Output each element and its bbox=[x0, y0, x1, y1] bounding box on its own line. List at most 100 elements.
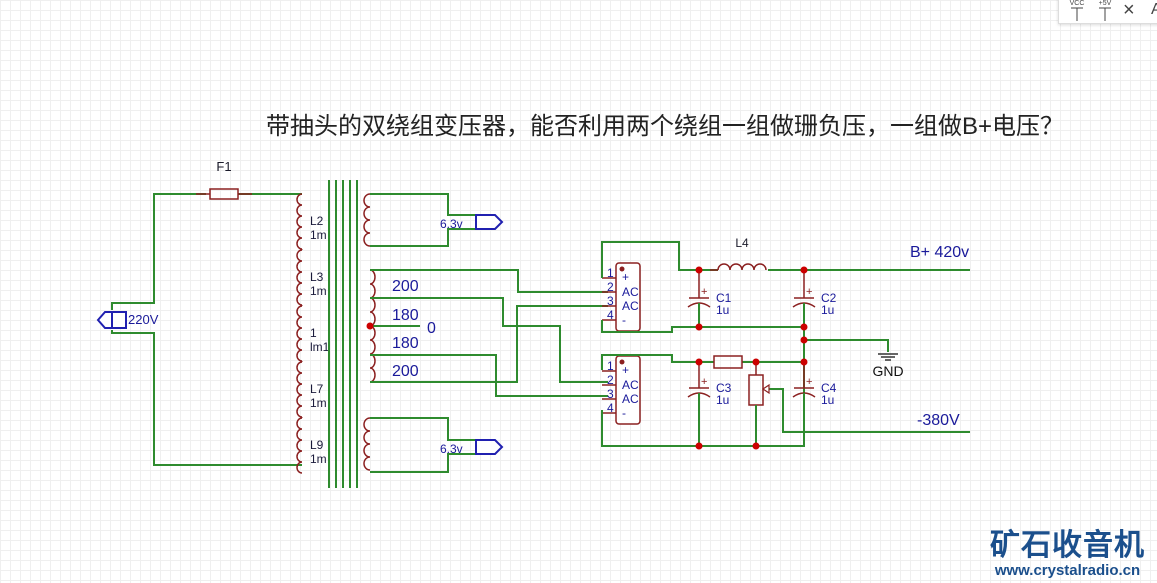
potentiometer[interactable] bbox=[748, 362, 770, 446]
logo-cn: 矿石收音机 bbox=[990, 528, 1145, 563]
junction-dot bbox=[695, 323, 703, 331]
svg-text:180: 180 bbox=[392, 307, 419, 324]
secondary-tap-labels: 200 180 0 180 200 bbox=[392, 278, 436, 380]
coil-value: 1m bbox=[310, 452, 327, 466]
bridge-pin-label: AC bbox=[622, 285, 639, 299]
coil-value: 1m bbox=[310, 396, 327, 410]
polarity-mark: + bbox=[701, 286, 707, 298]
bridge-pin-label: AC bbox=[622, 378, 639, 392]
junction-dot bbox=[695, 442, 703, 450]
heater-top-port[interactable] bbox=[475, 214, 504, 230]
junction-dot bbox=[695, 358, 703, 366]
bridge-pin-label: - bbox=[622, 313, 626, 327]
coil-ref: L7 bbox=[310, 382, 324, 396]
primary-wires bbox=[111, 193, 302, 466]
watermark-logo: 矿石收音机 www.crystalradio.cn bbox=[990, 520, 1145, 579]
svg-text:+5V: +5V bbox=[1099, 0, 1112, 7]
inductor-l4[interactable]: L4 bbox=[710, 236, 767, 271]
inductor-label: L4 bbox=[735, 236, 749, 250]
bridge-pin-number: 2 bbox=[607, 280, 614, 294]
polarity-mark: + bbox=[806, 286, 812, 298]
resistor[interactable] bbox=[713, 355, 743, 369]
svg-text:VCC: VCC bbox=[1070, 0, 1085, 7]
heater-winding-bottom: 6.3v bbox=[363, 417, 504, 473]
bridge-pin-label: AC bbox=[622, 299, 639, 313]
coil-ref: L2 bbox=[310, 214, 324, 228]
bplus-label: B+ 420v bbox=[910, 244, 969, 261]
heater-bottom-label: 6.3v bbox=[440, 442, 463, 456]
heater-winding-top: 6.3v bbox=[363, 193, 504, 247]
bplus-wires bbox=[601, 241, 970, 447]
bridge-pin-number: 4 bbox=[607, 308, 614, 322]
coil-ref: L3 bbox=[310, 270, 324, 284]
junction-dot bbox=[800, 266, 808, 274]
fuse-label: F1 bbox=[216, 159, 231, 174]
junction-dot bbox=[752, 358, 760, 366]
junction-dot bbox=[800, 336, 808, 344]
page-title: 带抽头的双绕组变压器，能否利用两个绕组一组做珊负压，一组做B+电压？ bbox=[266, 106, 1064, 141]
polarity-mark: + bbox=[806, 376, 812, 388]
cap-value: 1u bbox=[821, 303, 834, 317]
title-latin: B+ bbox=[962, 113, 993, 140]
bridge-pin-number: 3 bbox=[607, 294, 614, 308]
cap-value: 1u bbox=[821, 393, 834, 407]
coil-ref: 1 bbox=[310, 326, 317, 340]
input-port-220v[interactable]: 220V bbox=[96, 311, 159, 329]
center-tap-junction bbox=[366, 322, 374, 330]
cap-value: 1u bbox=[716, 303, 729, 317]
coil-value: lm1 bbox=[310, 340, 330, 354]
heater-bottom-port[interactable] bbox=[475, 439, 504, 455]
cap-ref: C3 bbox=[716, 381, 732, 395]
cap-ref: C1 bbox=[716, 291, 732, 305]
title-cn: 带抽头的双绕组变压器，能否利用两个绕组一组做珊负压，一组做 bbox=[266, 112, 962, 140]
polarity-mark: + bbox=[701, 376, 707, 388]
bridge-pin-label: AC bbox=[622, 392, 639, 406]
cap-value: 1u bbox=[716, 393, 729, 407]
bridge-pin-label: + bbox=[622, 363, 629, 377]
bridge-pin-number: 3 bbox=[607, 387, 614, 401]
junction-dot bbox=[752, 442, 760, 450]
gnd-label: GND bbox=[872, 363, 903, 379]
fuse-f1[interactable]: F1 bbox=[196, 159, 252, 200]
cap-ref: C2 bbox=[821, 291, 837, 305]
junction-dot bbox=[695, 266, 703, 274]
toolbar: VCC +5V × A bbox=[1058, 0, 1157, 24]
bridge-pin-label: + bbox=[622, 270, 629, 284]
svg-text:200: 200 bbox=[392, 363, 419, 380]
logo-url: www.crystalradio.cn bbox=[994, 562, 1141, 579]
cap-ref: C4 bbox=[821, 381, 837, 395]
bridge-pin-number: 2 bbox=[607, 373, 614, 387]
plus5v-symbol-icon[interactable]: +5V bbox=[1095, 0, 1115, 23]
coil-value: 1m bbox=[310, 284, 327, 298]
coil-ref: L9 bbox=[310, 438, 324, 452]
transformer-core bbox=[328, 180, 358, 488]
gnd-symbol: GND bbox=[872, 353, 904, 379]
bridge-pin-number: 4 bbox=[607, 401, 614, 415]
vcc-symbol-icon[interactable]: VCC bbox=[1067, 0, 1087, 23]
close-icon[interactable]: × bbox=[1123, 0, 1135, 21]
svg-text:180: 180 bbox=[392, 335, 419, 352]
svg-text:200: 200 bbox=[392, 278, 419, 295]
junctions bbox=[695, 266, 808, 450]
coil-value: 1m bbox=[310, 228, 327, 242]
input-port-label: 220V bbox=[128, 312, 159, 327]
negative-voltage-label: -380V bbox=[917, 412, 960, 429]
text-tool-icon[interactable]: A bbox=[1151, 1, 1157, 18]
bridge-pin-number: 1 bbox=[607, 266, 614, 280]
bridge-pin-label: - bbox=[622, 406, 626, 420]
hv-secondary-wires bbox=[370, 269, 608, 397]
bridge-pin-number: 1 bbox=[607, 359, 614, 373]
title-cn-end: 电压？ bbox=[992, 112, 1065, 140]
